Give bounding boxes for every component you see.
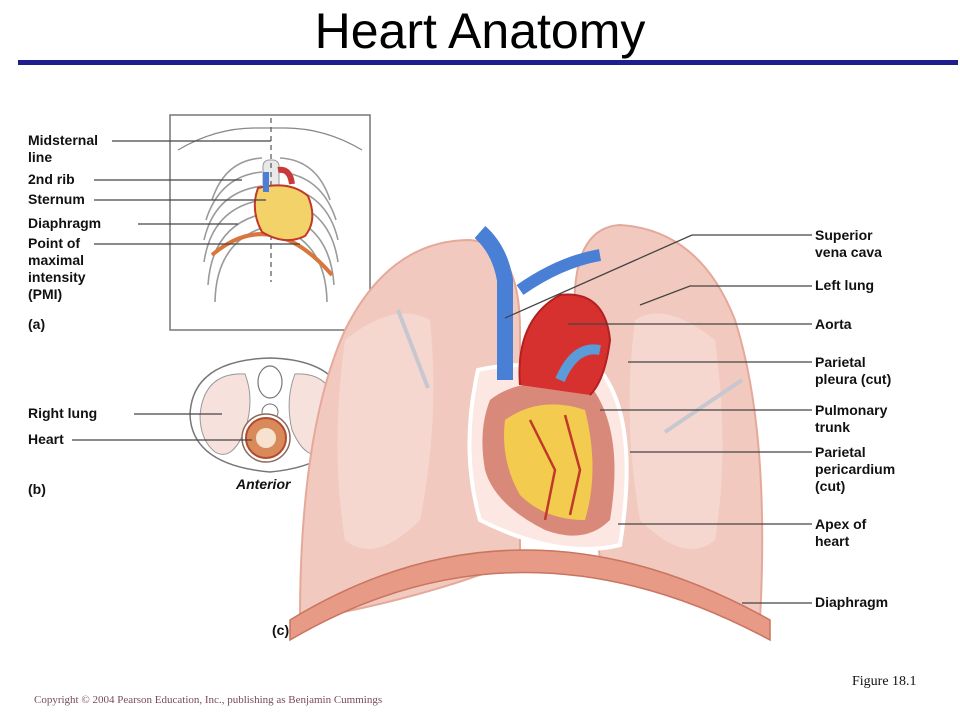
panel-c-tag: (c) <box>272 622 290 638</box>
page-title: Heart Anatomy <box>314 3 646 59</box>
title-underline <box>18 60 958 65</box>
label-sternum: Sternum <box>28 191 85 207</box>
label-diaphragm-a: Diaphragm <box>28 215 102 231</box>
label-left-lung: Left lung <box>815 277 875 293</box>
panel-a-leader-lines <box>94 140 300 245</box>
label-intensity: intensity <box>28 269 86 285</box>
label-diaphragm-c: Diaphragm <box>815 594 889 610</box>
label-pericardium: pericardium <box>815 461 896 477</box>
panel-b-leader-lines <box>72 413 252 441</box>
label-midsternal-line: line <box>28 149 53 165</box>
label-pmi: (PMI) <box>28 286 63 302</box>
label-trunk: trunk <box>815 419 850 435</box>
label-aorta: Aorta <box>815 316 852 332</box>
figure-number: Figure 18.1 <box>852 674 917 689</box>
label-maximal: maximal <box>28 252 85 268</box>
label-point-of: Point of <box>28 235 81 251</box>
label-2nd-rib: 2nd rib <box>28 171 75 187</box>
panel-a-thorax-figure <box>169 114 371 331</box>
label-pericardium-cut: (cut) <box>815 478 846 494</box>
label-vena-cava: vena cava <box>815 244 882 260</box>
panel-b-tag: (b) <box>28 481 46 497</box>
panel-a-tag: (a) <box>28 316 46 332</box>
label-midsternal: Midsternal <box>28 132 99 148</box>
label-parietal-1: Parietal <box>815 354 866 370</box>
panel-c-leader-lines <box>504 234 812 604</box>
copyright-notice: Copyright © 2004 Pearson Education, Inc.… <box>34 694 383 706</box>
label-anterior: Anterior <box>236 476 291 492</box>
label-superior: Superior <box>815 227 873 243</box>
label-pleura-cut: pleura (cut) <box>815 371 892 387</box>
label-pulmonary: Pulmonary <box>815 402 888 418</box>
label-heart-apex: heart <box>815 533 850 549</box>
label-parietal-2: Parietal <box>815 444 866 460</box>
label-heart: Heart <box>28 431 64 447</box>
label-apex-of: Apex of <box>815 516 867 532</box>
label-right-lung: Right lung <box>28 405 98 421</box>
